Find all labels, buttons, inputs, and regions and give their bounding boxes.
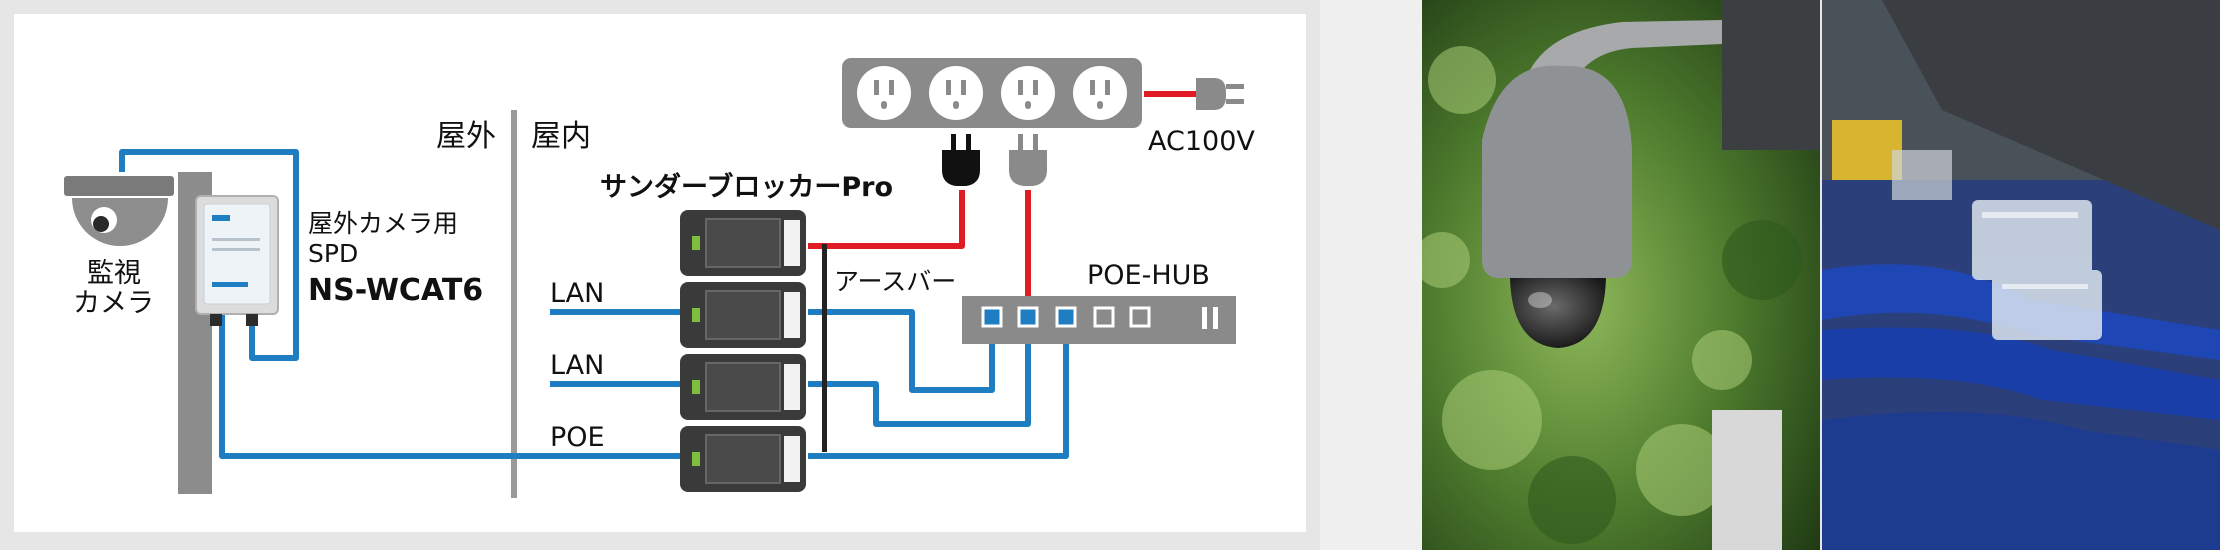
spd-model-label: NS-WCAT6 <box>308 273 483 308</box>
lan-cable-photo <box>1822 0 2220 550</box>
zone-indoor-label: 屋内 <box>531 119 591 154</box>
earth-bar-label: アースバー <box>834 267 956 296</box>
spd-caption-line2: SPD <box>308 239 358 268</box>
indoor-outdoor-divider <box>511 110 517 498</box>
tbp-unit-lan-1 <box>680 282 806 348</box>
power-to-tbp <box>808 190 965 249</box>
ac-voltage-label: AC100V <box>1148 126 1255 157</box>
power-strip-icon <box>842 58 1142 128</box>
camera-photo <box>1422 0 1820 550</box>
camera-label-line1: 監視 <box>87 258 141 289</box>
tbp2-to-hub-cable <box>808 318 1031 427</box>
tbp3-to-hub-cable <box>808 318 1069 459</box>
product-title: サンダーブロッカーPro <box>600 171 893 203</box>
gray-plug <box>1009 134 1047 186</box>
port-label-poe: POE <box>550 422 605 453</box>
dome-camera-icon <box>64 176 174 246</box>
spd-box-icon <box>195 195 279 326</box>
power-plug-icon <box>942 78 1244 186</box>
port-label-lan-1: LAN <box>550 278 604 309</box>
zone-outdoor-label: 屋外 <box>436 119 496 154</box>
earth-bar <box>822 244 827 452</box>
camera-label-line2: カメラ <box>73 288 154 319</box>
divider-strip <box>1320 0 1422 550</box>
tbp1-to-hub-cable <box>808 309 995 393</box>
tbp-unit-lan-2 <box>680 354 806 420</box>
spd-caption-line1: 屋外カメラ用 <box>308 209 458 238</box>
poe-hub-icon <box>962 296 1236 344</box>
power-cables <box>808 91 1198 296</box>
poe-hub-label: POE-HUB <box>1087 260 1210 291</box>
tbp-unit-poe <box>680 426 806 492</box>
ac-plug <box>1196 78 1244 110</box>
port-label-lan-2: LAN <box>550 350 604 381</box>
spd-to-poe-cable <box>219 315 690 459</box>
camera-to-spd-cable <box>119 149 299 361</box>
lan-cables <box>119 149 1069 459</box>
surge-protector-icon <box>680 210 806 492</box>
connection-diagram: 屋外 屋内 サンダーブロッカーPro 監視 カメラ 屋外カメラ用 SPD NS-… <box>64 58 1255 498</box>
black-plug <box>942 134 980 186</box>
tbp-unit-power <box>680 210 806 276</box>
